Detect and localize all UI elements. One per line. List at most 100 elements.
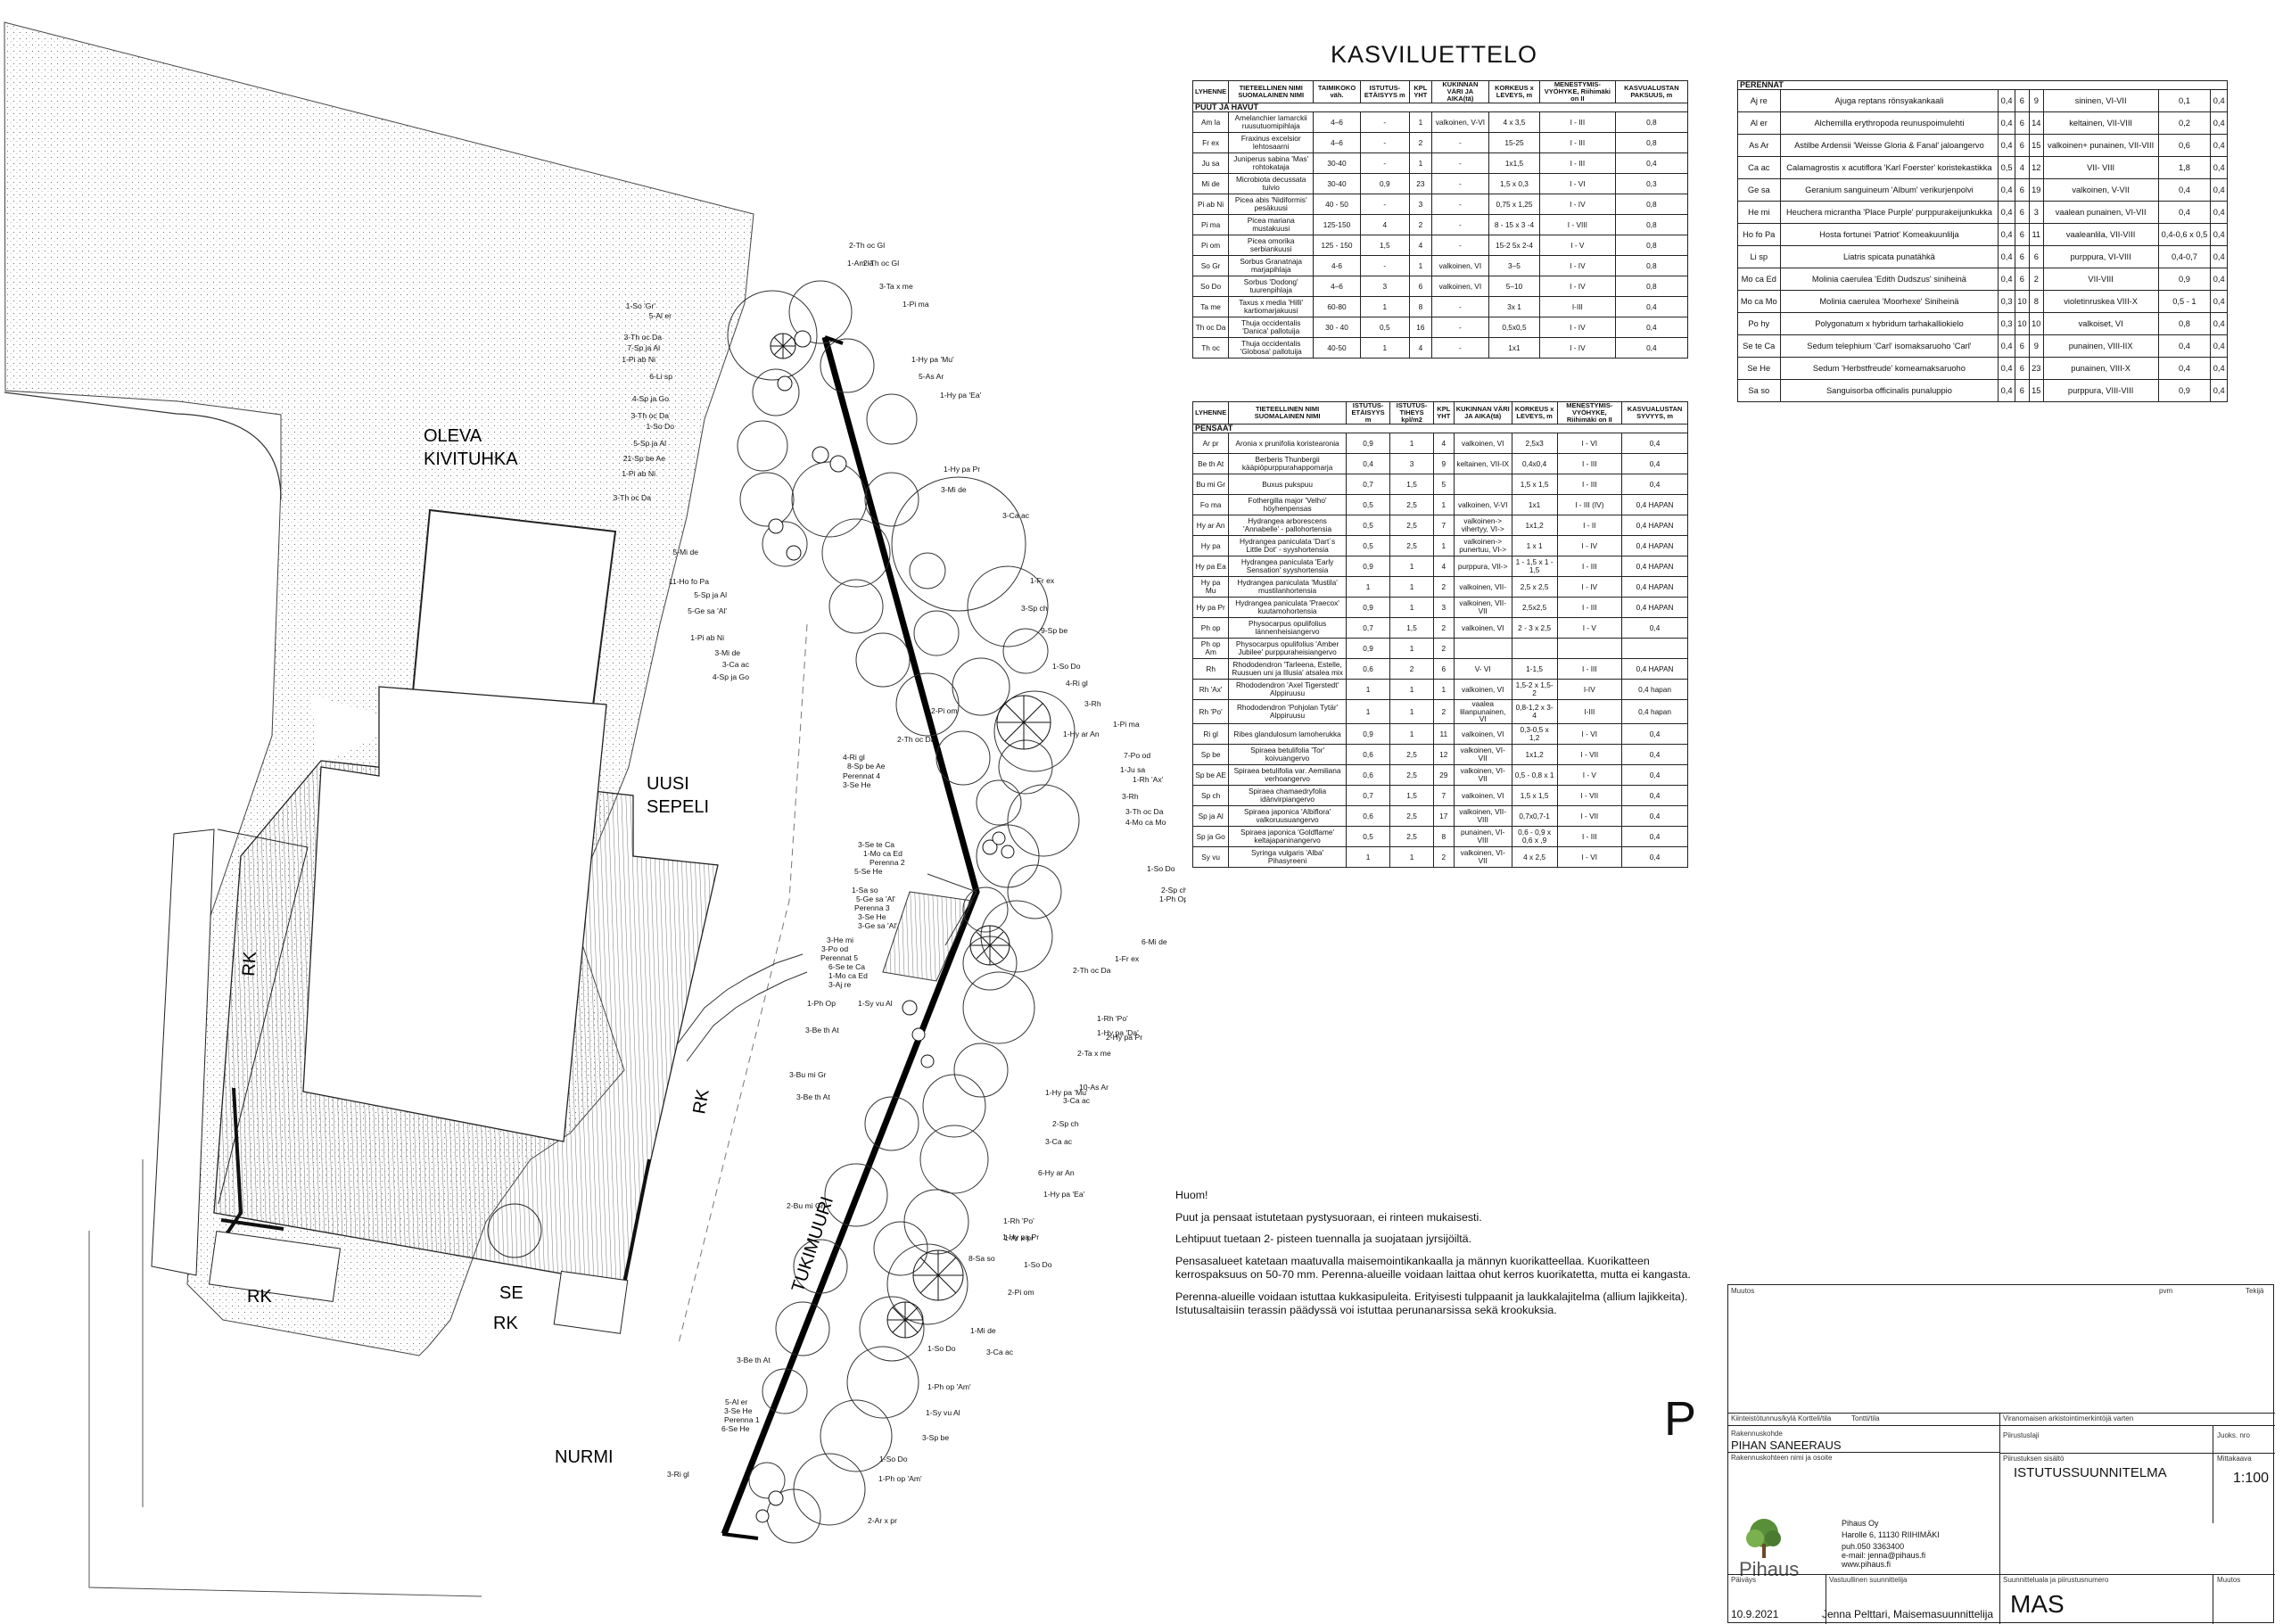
column-header: KUKINNAN VÄRI JA AIKA(tä) <box>1453 401 1512 425</box>
table-cell: 0,3 <box>1614 173 1689 195</box>
viranomainen-label: Viranomaisen arkistointimerkintöjä varte… <box>2003 1414 2134 1422</box>
table-cell: 16 <box>1408 317 1432 339</box>
table-cell: 9 <box>2028 334 2044 359</box>
column-header: LYHENNE <box>1191 401 1230 425</box>
table-cell: Amelanchier lamarckii ruusutuomipihlaja <box>1228 111 1315 134</box>
plant-label: 3-Ge sa 'Al' <box>858 921 897 930</box>
table-cell: Juniperus sabina 'Mas' rohtokataja <box>1228 153 1315 175</box>
column-header: KPL YHT <box>1408 80 1432 103</box>
table-cell: 1x1 <box>1488 337 1541 359</box>
table-cell: 4 <box>1408 235 1432 257</box>
table-cell: 0,4 <box>2210 223 2228 247</box>
table-cell: - <box>1430 337 1489 359</box>
area-label-rk-4: RK <box>493 1314 518 1333</box>
table-cell: 0,4 hapan <box>1621 699 1688 725</box>
table-cell: Rhododendron 'Tarleena, Estelle, Ruusuen… <box>1228 658 1347 680</box>
plant-label: 5-Ge sa 'Al' <box>688 606 727 615</box>
table-cell: 0,4 <box>1998 178 2015 202</box>
table-cell: I - III <box>1539 111 1616 134</box>
plant-label: 1-Fr ex <box>1115 954 1140 963</box>
table-cell: - <box>1430 296 1489 318</box>
table-cell: Mi de <box>1191 173 1230 195</box>
table-cell: 0,4 <box>1621 744 1688 766</box>
table-cell <box>1556 638 1623 660</box>
table-cell: 17 <box>1432 805 1455 828</box>
table-cell: 1 x 1 <box>1511 535 1558 557</box>
plant-label: 5-Al er <box>649 311 672 320</box>
table-cell: keltainen, VII-VIII <box>2042 111 2159 136</box>
plant-label: 2-Th oc Da <box>1073 966 1111 975</box>
table-cell: 40 - 50 <box>1313 194 1361 216</box>
table-cell: VII- VIII <box>2042 156 2159 180</box>
table-cell: 0,5 - 1 <box>2157 290 2212 314</box>
plant-label: 1-Hy pa Pr <box>944 465 980 474</box>
table-cell: 1,5-2 x 1,5-2 <box>1511 679 1558 701</box>
table-cell: I - III <box>1556 826 1623 848</box>
table-cell: Sp be AE <box>1191 764 1230 787</box>
table-cell: 0,5 <box>1359 317 1410 339</box>
table-cell: 0,3 <box>1998 312 2015 336</box>
table-cell: - <box>1430 235 1489 257</box>
table-cell: Ph op Am <box>1191 638 1230 660</box>
plant-label: 8-Sp be Ae <box>847 762 886 771</box>
table-cell: Picea mariana mustakuusi <box>1228 214 1315 236</box>
plant-label: 2-Th oc Da <box>897 735 935 744</box>
table-cell: Sedum telephium 'Carl' isomaksaruoho 'Ca… <box>1779 334 1999 359</box>
table-cell: valkoinen, VII- <box>1453 576 1512 598</box>
table-cell: 0,4 <box>2210 201 2228 225</box>
company-web: www.pihaus.fi <box>1842 1560 1892 1569</box>
table-cell: 0,4 <box>1998 379 2015 403</box>
table-cell: 1,5 x 1,5 <box>1511 785 1558 807</box>
plant-label: 2-Ar x pr <box>868 1516 897 1525</box>
plant-label: 3-Ta x me <box>879 282 913 291</box>
note-line: Perenna-alueille voidaan istuttaa kukkas… <box>1175 1290 1688 1317</box>
table-cell: 19 <box>2028 178 2044 202</box>
table-cell: V- VI <box>1453 658 1512 680</box>
suunnittelu-value: MAS <box>2010 1590 2065 1618</box>
table-cell: 0,5 <box>1345 515 1391 537</box>
table-cell: Pi ma <box>1191 214 1230 236</box>
table-cell: 0,4-0,7 <box>2157 245 2212 269</box>
table-cell: 0,4 <box>1614 296 1689 318</box>
muutos-label: Muutos <box>1731 1287 1755 1295</box>
table-cell: Rh 'Po' <box>1191 699 1230 725</box>
table-cell: 0,4 <box>2157 201 2212 225</box>
table-cell: 0,9 <box>1345 638 1391 660</box>
plant-label: 1-Ph op 'Am' <box>878 1474 922 1483</box>
table-cell: 4 <box>1359 214 1410 236</box>
table-cell: 2 <box>1432 617 1455 639</box>
plant-label: 5-As Ar <box>919 372 944 381</box>
plant-label: 3-Be th At <box>805 1026 839 1035</box>
table-cell: Am la <box>1191 111 1230 134</box>
table-cell: 6 <box>1408 276 1432 298</box>
table-cell: 8 - 15 x 3 -4 <box>1488 214 1541 236</box>
group-heading: PUUT JA HAVUT <box>1192 102 1688 113</box>
table-cell: I - III <box>1556 556 1623 578</box>
table-cell: 0,4 HAPAN <box>1621 494 1688 516</box>
suunnittelu-label: Suunnitteluala ja piirustusnumero <box>2003 1576 2109 1584</box>
table-cell: 0,1 <box>2157 89 2212 113</box>
plant-label: 3-Be th At <box>737 1356 771 1364</box>
plant-label: 3-Ca ac <box>986 1348 1014 1356</box>
vastuu-label: Vastuullinen suunnittelija <box>1829 1576 1908 1584</box>
table-cell: 0,4 HAPAN <box>1621 535 1688 557</box>
table-cell: I - VII <box>1556 785 1623 807</box>
table-cell: 0,2 <box>2157 111 2212 136</box>
table-cell: Ajuga reptans rönsyakankaali <box>1779 89 1999 113</box>
table-cell: purppura, VII-> <box>1453 556 1512 578</box>
table-cell: 0,4 <box>2210 178 2228 202</box>
plant-label: 1-Pi ab Ni <box>690 633 724 642</box>
